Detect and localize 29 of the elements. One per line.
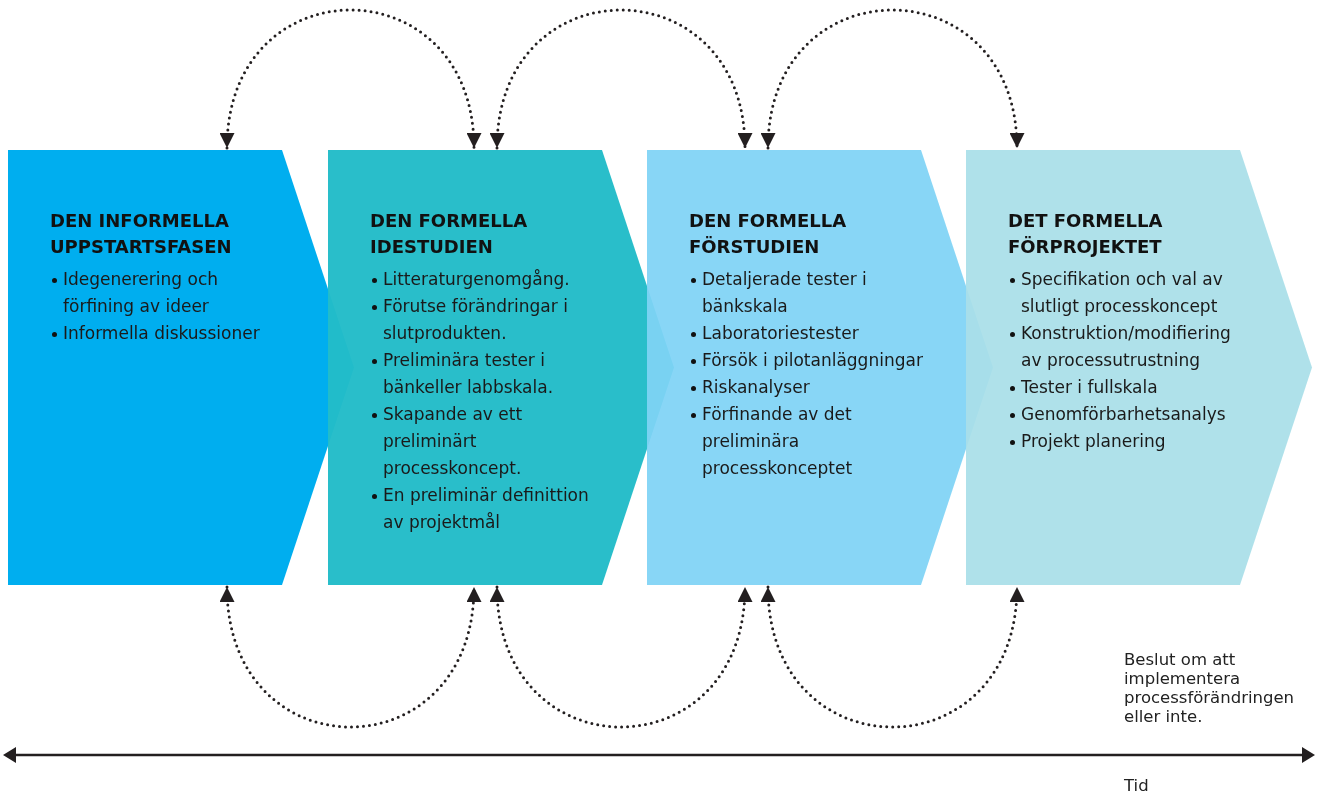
phase-heading: DEN FORMELLA IDESTUDIEN <box>370 209 529 259</box>
dotted-arrow <box>221 8 480 150</box>
bullet-item: Förutse förändringar i slutprodukten. <box>370 293 606 347</box>
bullet-item: Tester i fullskala <box>1008 374 1244 401</box>
bullet-item: Detaljerade tester i bänkskala <box>689 266 925 320</box>
bullet-item: Informella diskussioner <box>50 320 286 347</box>
decision-note: Beslut om att implementera processförändringen eller inte. <box>1124 650 1296 726</box>
bullet-item: Skapande av ett preliminärt processkoncept. <box>370 401 606 482</box>
bullet-item: Specifikation och val av slutligt processkoncept <box>1008 266 1244 320</box>
bullet-item: Försök i pilotanläggningar <box>689 347 925 374</box>
bullet-item: En preliminär definittion av projektmål <box>370 482 606 536</box>
bullet-item: Förfinande av det preliminära processkonceptet <box>689 401 925 482</box>
phase-heading: DEN INFORMELLA UPPSTARTSFASEN <box>50 209 233 259</box>
bullet-item: Genomförbarhetsanalys <box>1008 401 1244 428</box>
dotted-arrow <box>221 585 480 729</box>
bullet-item: Idegenerering och förfining av ideer <box>50 266 286 320</box>
dotted-arrow <box>491 8 751 150</box>
phase-heading: DEN FORMELLA FÖRSTUDIEN <box>689 209 848 259</box>
dotted-arrow <box>762 585 1023 729</box>
bullet-item: Projekt planering <box>1008 428 1244 455</box>
bullet-item: Riskanalyser <box>689 374 925 401</box>
bullet-item: Litteraturgenomgång. <box>370 266 606 293</box>
dotted-arrow <box>762 8 1023 150</box>
bullet-item: Laboratoriestester <box>689 320 925 347</box>
dotted-arrow <box>491 585 751 729</box>
phase-heading: DET FORMELLA FÖRPROJEKTET <box>1008 209 1164 259</box>
bullet-item: Preliminära tester i bänkeller labbskala. <box>370 347 606 401</box>
axis-label: Tid <box>1124 776 1150 795</box>
bullet-item: Konstruktion/modifiering av processutrustning <box>1008 320 1244 374</box>
